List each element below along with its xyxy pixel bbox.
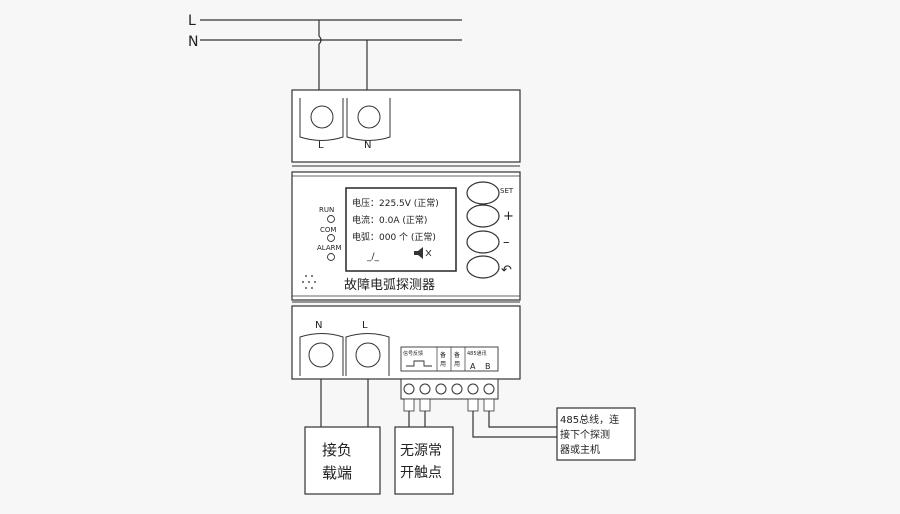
- top-screw-l: [310, 105, 334, 129]
- dry-contact-box: [394, 426, 454, 495]
- contact-box-line1: 无源常: [400, 443, 442, 459]
- rs485-bus-box: [556, 407, 636, 461]
- top-terminal-n-label: N: [364, 140, 371, 151]
- rs485-a-label: A: [470, 362, 476, 371]
- terminal-tab-1: [403, 398, 415, 412]
- minus-button-label: –: [503, 235, 510, 250]
- terminal-tab-5: [467, 398, 479, 412]
- com-label: COM: [320, 226, 336, 234]
- load-box-line2: 载端: [322, 464, 352, 482]
- bottom-terminal-n-label: N: [315, 320, 322, 331]
- bus-box-line1: 485总线，连: [560, 413, 619, 426]
- alarm-led-icon: [327, 253, 335, 261]
- top-terminal-l-label: L: [318, 140, 324, 151]
- minus-button[interactable]: [466, 230, 500, 254]
- top-clamp-n: [346, 98, 391, 141]
- device-top-section: [291, 89, 521, 163]
- bus-wire-b: [488, 411, 557, 428]
- rs485-label: 485通讯: [467, 350, 487, 357]
- back-icon: ↶: [501, 263, 512, 278]
- com-led-icon: [327, 234, 335, 242]
- lcd-row-voltage: 电压：225.5V (正常): [352, 197, 439, 209]
- run-label: RUN: [319, 206, 334, 214]
- bus-wire-a: [472, 411, 557, 438]
- top-clamp-l: [299, 98, 344, 141]
- lcd-row-current: 电流：0.0A (正常): [352, 214, 427, 226]
- spare1-label-a: 备: [440, 351, 446, 359]
- rs485-b-label: B: [485, 362, 491, 371]
- l-drop-wire: [318, 20, 322, 90]
- terminal-label-block: [400, 346, 499, 372]
- line-l-label: L: [188, 13, 196, 29]
- top-screw-n: [357, 105, 381, 129]
- alarm-label: ALARM: [317, 244, 342, 252]
- bottom-clamp-n: [299, 333, 344, 376]
- back-button[interactable]: [466, 255, 500, 279]
- set-button-label: SET: [500, 187, 514, 195]
- bottom-screw-n: [308, 342, 334, 368]
- spare1-label-b: 用: [440, 361, 446, 368]
- terminal-screws: [403, 383, 495, 395]
- plus-button-label: +: [503, 209, 514, 224]
- spare2-label-a: 备: [454, 351, 460, 359]
- relay-contact-icon: [406, 360, 432, 367]
- load-box-line1: 接负: [322, 441, 352, 459]
- bottom-clamp-l: [345, 333, 390, 376]
- run-led-icon: [327, 215, 335, 223]
- lcd-switch-symbol: _/_: [366, 252, 380, 262]
- bottom-terminal-l-label: L: [362, 320, 368, 331]
- bus-box-line3: 器或主机: [560, 443, 600, 456]
- bus-box-line2: 接下个探测: [560, 428, 610, 441]
- load-terminal-box: [304, 426, 381, 495]
- bottom-screw-l: [355, 342, 381, 368]
- device-name: 故障电弧探测器: [344, 278, 435, 293]
- plus-button[interactable]: [466, 204, 500, 228]
- speaker-icon: [302, 275, 316, 289]
- contact-box-line2: 开触点: [400, 465, 442, 481]
- terminal-strip: [400, 378, 499, 400]
- set-button[interactable]: [466, 181, 500, 205]
- terminal-tab-6: [483, 398, 495, 412]
- lcd-row-arc: 电弧：000 个 (正常): [352, 231, 436, 243]
- signal-feedback-label: 信号反馈: [403, 350, 423, 357]
- line-n-label: N: [188, 34, 198, 50]
- mute-speaker-icon: [414, 247, 432, 259]
- spare2-label-b: 用: [454, 361, 460, 368]
- terminal-tab-2: [419, 398, 431, 412]
- lcd-screen: [345, 187, 457, 272]
